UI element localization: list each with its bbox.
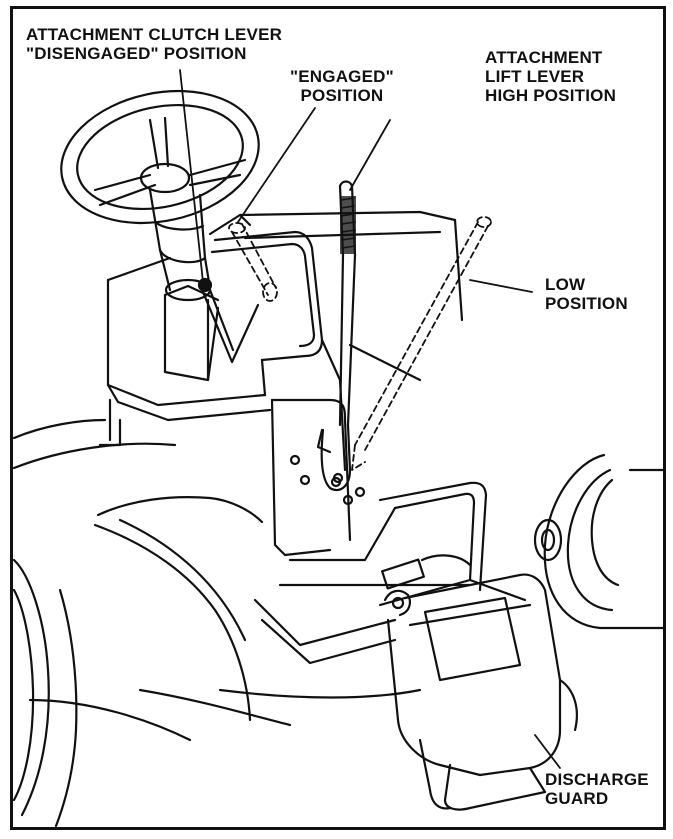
label-low-position: LOW POSITION xyxy=(545,275,628,313)
label-line: LIFT LEVER xyxy=(485,67,585,86)
label-line: "ENGAGED" xyxy=(290,67,394,86)
label-lift-lever-high: ATTACHMENT LIFT LEVER HIGH POSITION xyxy=(485,48,616,105)
label-discharge-guard: DISCHARGE GUARD xyxy=(545,770,649,808)
clutch-lever-engaged-ghost xyxy=(228,222,278,302)
label-line: ATTACHMENT CLUTCH LEVER xyxy=(26,25,283,44)
label-line: LOW xyxy=(545,275,586,294)
label-line: GUARD xyxy=(545,789,609,808)
diagram-frame xyxy=(10,6,666,830)
clutch-lever xyxy=(197,277,260,364)
label-clutch-disengaged: ATTACHMENT CLUTCH LEVER "DISENGAGED" POS… xyxy=(26,25,282,63)
label-line: ATTACHMENT xyxy=(485,48,603,67)
hood-fender xyxy=(12,398,264,722)
footrest xyxy=(28,481,488,742)
lift-lever-grip xyxy=(340,196,356,254)
label-engaged-position: "ENGAGED" POSITION xyxy=(290,67,394,105)
rear-tire xyxy=(533,453,666,630)
label-line: HIGH POSITION xyxy=(485,86,617,105)
front-tire xyxy=(12,558,78,828)
label-line: POSITION xyxy=(545,294,628,313)
discharge-guard xyxy=(378,554,578,811)
callout-lines xyxy=(179,69,561,769)
steering-wheel xyxy=(60,89,260,225)
label-line: "DISENGAGED" POSITION xyxy=(26,44,247,63)
label-line: POSITION xyxy=(300,86,384,105)
label-line: DISCHARGE xyxy=(545,770,649,789)
lift-lever-low-ghost xyxy=(351,216,492,471)
side-panel xyxy=(270,398,366,557)
